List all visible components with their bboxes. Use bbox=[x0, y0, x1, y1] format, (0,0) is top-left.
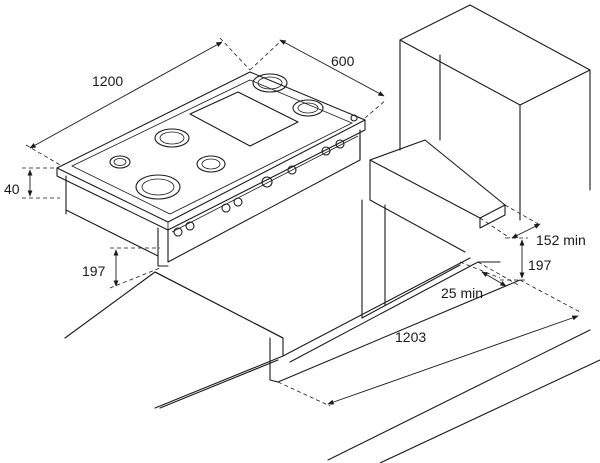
countertop bbox=[64, 257, 600, 463]
control-knob-icon bbox=[335, 139, 345, 149]
width-label: 1200 bbox=[92, 73, 123, 89]
dimension-width: 1200 bbox=[25, 37, 251, 167]
burner-icon bbox=[297, 102, 319, 114]
burner-icon bbox=[159, 131, 185, 145]
control-knob-icon bbox=[173, 227, 183, 237]
control-knob-icon bbox=[350, 114, 358, 122]
burner-icon bbox=[196, 155, 226, 173]
control-knob-icon bbox=[233, 197, 243, 207]
control-knob-icon bbox=[221, 203, 231, 213]
control-knob-icon bbox=[261, 176, 273, 188]
burner-icon bbox=[292, 99, 324, 117]
rear-clearance-label: 152 min bbox=[536, 232, 586, 248]
burner-icon bbox=[141, 178, 175, 196]
dimension-side-clearance: 25 min bbox=[441, 261, 521, 301]
side-clearance-label: 25 min bbox=[441, 285, 483, 301]
control-knobs bbox=[173, 114, 358, 237]
burners bbox=[109, 73, 324, 200]
thickness-label: 40 bbox=[4, 181, 20, 197]
griddle-plate bbox=[189, 91, 299, 147]
wall-cabinet bbox=[361, 4, 591, 319]
control-knob-icon bbox=[321, 146, 331, 156]
depth-label: 600 bbox=[331, 53, 355, 69]
dimension-body-height: 197 bbox=[82, 247, 161, 289]
dimension-rear-clearance: 152 min bbox=[479, 204, 586, 248]
burner-icon bbox=[257, 76, 283, 90]
dimension-thickness: 40 bbox=[4, 167, 60, 199]
cutout-height-label: 197 bbox=[528, 257, 552, 273]
control-knob-icon bbox=[287, 165, 297, 175]
burner-icon bbox=[201, 158, 221, 170]
dimension-cutout-width: 1203 bbox=[277, 279, 581, 407]
control-knob-icon bbox=[185, 221, 195, 231]
body-height-label: 197 bbox=[82, 263, 106, 279]
dimension-depth: 600 bbox=[249, 39, 387, 119]
dimension-cutout-height: 197 bbox=[500, 237, 552, 281]
burner-icon bbox=[113, 158, 127, 166]
burner-icon bbox=[135, 174, 181, 200]
burner-icon bbox=[109, 155, 131, 169]
cutout-width-label: 1203 bbox=[395, 329, 426, 345]
griddle-plate-icon bbox=[189, 91, 299, 147]
